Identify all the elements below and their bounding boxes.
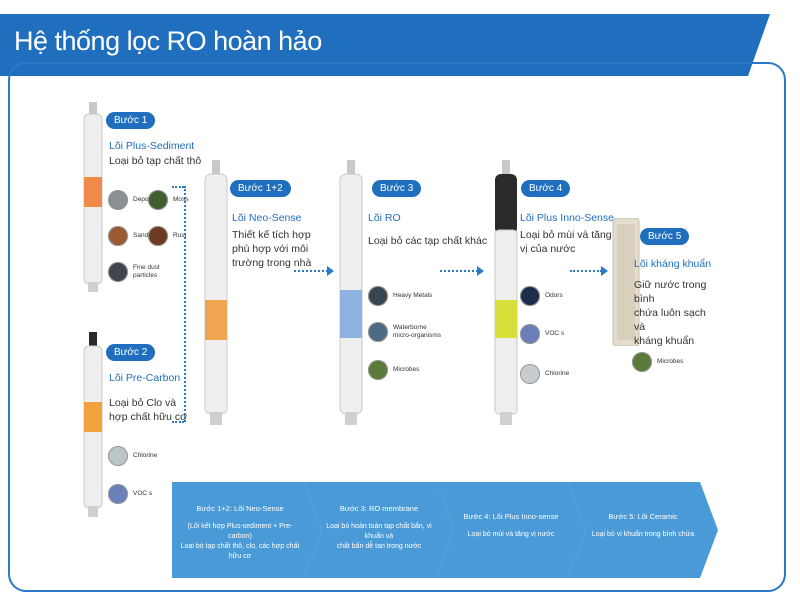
- step2-item: VOC s: [108, 484, 152, 504]
- particle-icon: [632, 352, 652, 372]
- summary-title: Bước 3: RO membrane: [339, 504, 419, 513]
- summary-line: chất bẩn dễ tan trong nước: [336, 543, 422, 550]
- step4-item: VOC s: [520, 324, 564, 344]
- bracket-bottom: [172, 421, 184, 423]
- step2-desc: Loại bỏ Clo và hợp chất hữu cơ: [109, 397, 188, 423]
- particle-icon: [108, 484, 128, 504]
- header-shape: [0, 14, 770, 76]
- step1-badge: Bước 1: [106, 112, 156, 129]
- summary-step4: Bước 4: Lõi Plus Inno-sense Loại bỏ mùi …: [436, 482, 586, 578]
- summary-chevrons: Bước 1+2: Lõi Neo-Sense (Lõi kết hợp Plu…: [172, 482, 732, 578]
- particle-icon: [520, 324, 540, 344]
- summary-title: Bước 4: Lõi Plus Inno-sense: [463, 512, 559, 521]
- step3-item: Heavy Metals: [368, 286, 432, 306]
- particle-icon: [520, 364, 540, 384]
- filter-pre-carbon: [83, 332, 103, 517]
- filter-ceramic: [612, 218, 640, 346]
- arrow-right-icon: [601, 266, 608, 276]
- step3-badge: Bước 3: [372, 180, 422, 197]
- particle-icon: [108, 226, 128, 246]
- particle-icon: [368, 286, 388, 306]
- step3-desc: Loại bỏ các tạp chất khác: [368, 235, 488, 247]
- summary-line: Loại bỏ mùi và tăng vị nước: [467, 531, 555, 538]
- summary-line: Loại bỏ hoàn toàn tạp chất bẩn, vi khuẩn…: [326, 523, 432, 540]
- filter-ro: [339, 160, 363, 425]
- particle-icon: [108, 190, 128, 210]
- step5-badge: Bước 5: [640, 228, 690, 245]
- bracket-line: [184, 186, 186, 422]
- header-banner: Hệ thống lọc RO hoàn hảo: [0, 14, 770, 76]
- step1-desc: Loại bỏ tạp chất thô: [109, 155, 202, 167]
- step12-name: Lõi Neo-Sense: [232, 212, 302, 224]
- summary-title: Bước 5: Lõi Ceramic: [608, 512, 678, 521]
- step5-name: Lõi kháng khuẩn: [634, 258, 712, 270]
- particle-icon: [368, 322, 388, 342]
- step1-item: Rust: [148, 226, 186, 246]
- arrow-right-icon: [477, 266, 484, 276]
- step4-name: Lõi Plus Inno-Sense: [520, 212, 614, 224]
- filter-plus-inno-sense: [494, 160, 518, 425]
- step5-item: Microbes: [632, 352, 683, 372]
- step12-desc: Thiết kế tích hợp phù hợp với môi trường…: [232, 229, 312, 269]
- step12-badge: Bước 1+2: [230, 180, 291, 197]
- step1-name: Lõi Plus-Sediment: [109, 140, 195, 152]
- particle-icon: [368, 360, 388, 380]
- page-title: Hệ thống lọc RO hoàn hảo: [14, 26, 322, 56]
- arrow-line: [294, 270, 328, 272]
- summary-line: (Lõi kết hợp Plus-sediment + Pre-carbon): [187, 523, 293, 540]
- summary-title: Bước 1+2: Lõi Neo-Sense: [196, 504, 284, 513]
- particle-icon: [108, 446, 128, 466]
- step1-item: Deposits: [108, 190, 158, 210]
- step4-item: Chlorine: [520, 364, 569, 384]
- step4-badge: Bước 4: [521, 180, 571, 197]
- arrow-right-icon: [327, 266, 334, 276]
- step3-item: Waterborne micro-organisms: [368, 322, 441, 342]
- step1-item: Sand: [108, 226, 148, 246]
- step5-desc: Giữ nước trong bình chứa luôn sạch và kh…: [634, 279, 707, 347]
- summary-step12: Bước 1+2: Lõi Neo-Sense (Lõi kết hợp Plu…: [172, 482, 322, 578]
- particle-icon: [148, 226, 168, 246]
- arrow-line: [440, 270, 478, 272]
- particle-icon: [520, 286, 540, 306]
- step4-desc: Loại bỏ mùi và tăng vị của nước: [520, 229, 612, 255]
- summary-line: Loại bỏ tạp chất thô, clo, các hợp chất …: [180, 543, 300, 560]
- filter-neo-sense: [204, 160, 228, 425]
- step1-item: Fine dust particles: [108, 262, 160, 282]
- bracket-top: [172, 186, 184, 188]
- step3-name: Lõi RO: [368, 212, 401, 224]
- summary-step3: Bước 3: RO membrane Loại bỏ hoàn toàn tạ…: [304, 482, 454, 578]
- step2-item: Chlorine: [108, 446, 157, 466]
- summary-step5: Bước 5: Lõi Ceramic Loại bỏ vi khuẩn tro…: [568, 482, 718, 578]
- step4-item: Odors: [520, 286, 563, 306]
- step2-badge: Bước 2: [106, 344, 156, 361]
- step2-name: Lõi Pre-Carbon: [109, 372, 181, 384]
- step3-item: Microbes: [368, 360, 419, 380]
- step1-item: Moss: [148, 190, 189, 210]
- summary-line: Loại bỏ vi khuẩn trong bình chứa: [591, 531, 695, 538]
- particle-icon: [148, 190, 168, 210]
- particle-icon: [108, 262, 128, 282]
- filter-plus-sediment: [83, 102, 103, 292]
- content-frame: [8, 62, 786, 592]
- arrow-line: [570, 270, 602, 272]
